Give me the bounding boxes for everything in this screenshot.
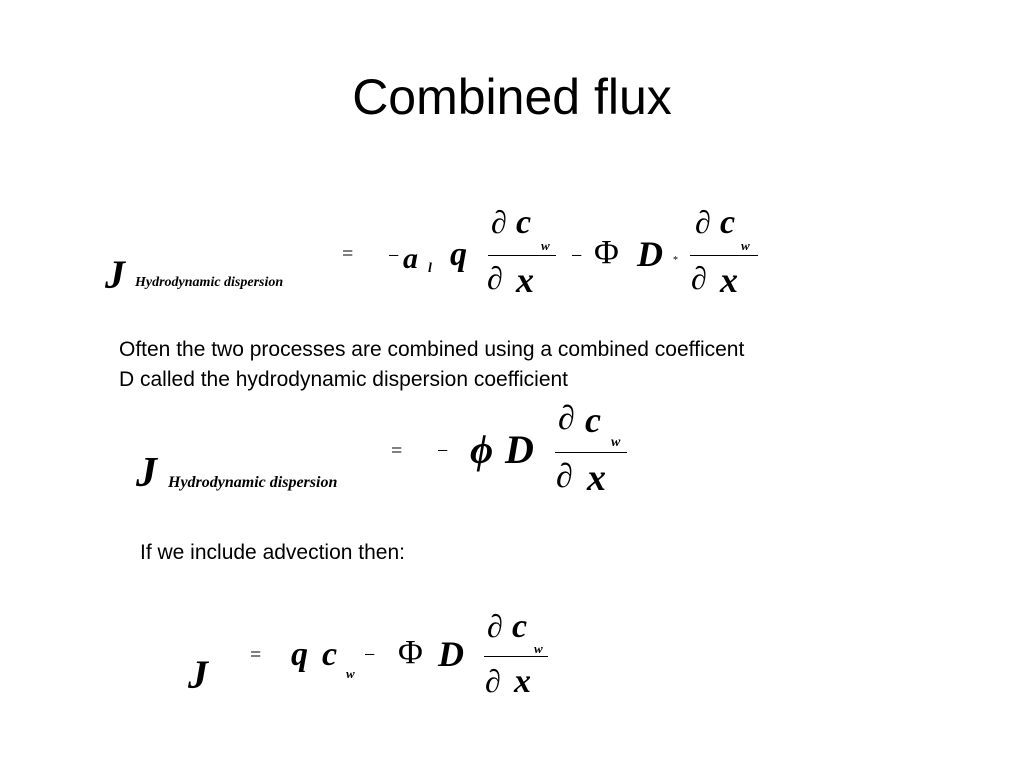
eq1-alpha-subscript: l — [428, 261, 432, 276]
eq3-frac-bar — [484, 656, 548, 657]
paragraph-line-2: D called the hydrodynamic dispersion coe… — [119, 368, 569, 391]
eq2-frac-bar — [555, 452, 627, 453]
eq3-D: D — [438, 634, 464, 674]
eq1-frac1-bar — [488, 255, 556, 256]
eq2-equals: = — [391, 440, 403, 462]
eq1-D-superscript: * — [673, 255, 678, 266]
eq1-frac2-partial-top: ∂ — [695, 204, 711, 240]
eq2-frac-c-subscript: w — [611, 435, 621, 450]
eq3-frac-c: c — [512, 608, 528, 645]
eq1-frac2-c-subscript: w — [741, 238, 750, 253]
eq1-equals: = — [342, 243, 354, 265]
eq3-equals: = — [250, 644, 262, 666]
eq1-lhs-subscript: Hydrodynamic dispersion — [135, 275, 284, 290]
eq3-frac-partial-bottom: ∂ — [485, 663, 501, 699]
eq1-frac1-partial-top: ∂ — [491, 204, 507, 240]
eq1-q: q — [450, 236, 467, 273]
paragraph-line-1: Often the two processes are combined usi… — [119, 338, 745, 361]
eq1-frac2-x: x — [720, 260, 738, 300]
eq3-minus: − — [364, 644, 376, 666]
eq3-phi: Φ — [398, 634, 423, 671]
eq1-frac1-c-subscript: w — [541, 238, 550, 253]
eq3-c-subscript: w — [346, 666, 355, 681]
eq1-frac1-c: c — [516, 204, 532, 241]
slide-title: Combined flux — [352, 69, 672, 125]
eq3-frac-x: x — [514, 663, 531, 700]
eq1-lhs-symbol: J — [105, 252, 125, 297]
eq2-lhs-subscript: Hydrodynamic dispersion — [168, 474, 338, 491]
eq2-frac-x: x — [587, 457, 606, 499]
eq1-phi: Φ — [594, 234, 619, 271]
eq1-minus-1: − — [388, 245, 400, 267]
eq1-frac1-partial-bottom: ∂ — [487, 260, 503, 296]
eq2-frac-partial-bottom: ∂ — [556, 458, 573, 495]
eq2-D: D — [505, 427, 534, 472]
advection-text: If we include advection then: — [140, 541, 406, 564]
eq3-lhs-symbol: J — [188, 652, 208, 697]
eq1-D: D — [637, 234, 663, 274]
eq1-frac2-c: c — [720, 204, 736, 241]
eq2-frac-partial-top: ∂ — [558, 400, 575, 437]
eq1-frac2-bar — [690, 255, 758, 256]
eq1-frac2-partial-bottom: ∂ — [691, 260, 707, 296]
eq1-minus-2: − — [571, 245, 583, 267]
eq2-minus: − — [437, 440, 449, 462]
eq2-phi: ϕ — [470, 427, 494, 472]
eq1-frac1-x: x — [516, 260, 534, 300]
eq3-frac-partial-top: ∂ — [487, 608, 503, 644]
eq2-frac-c: c — [585, 400, 601, 440]
eq2-lhs-symbol: J — [136, 450, 157, 496]
eq3-frac-c-subscript: w — [534, 641, 543, 656]
eq3-q: q — [291, 636, 308, 673]
eq3-c: c — [322, 636, 338, 673]
eq1-alpha: a — [403, 242, 418, 275]
